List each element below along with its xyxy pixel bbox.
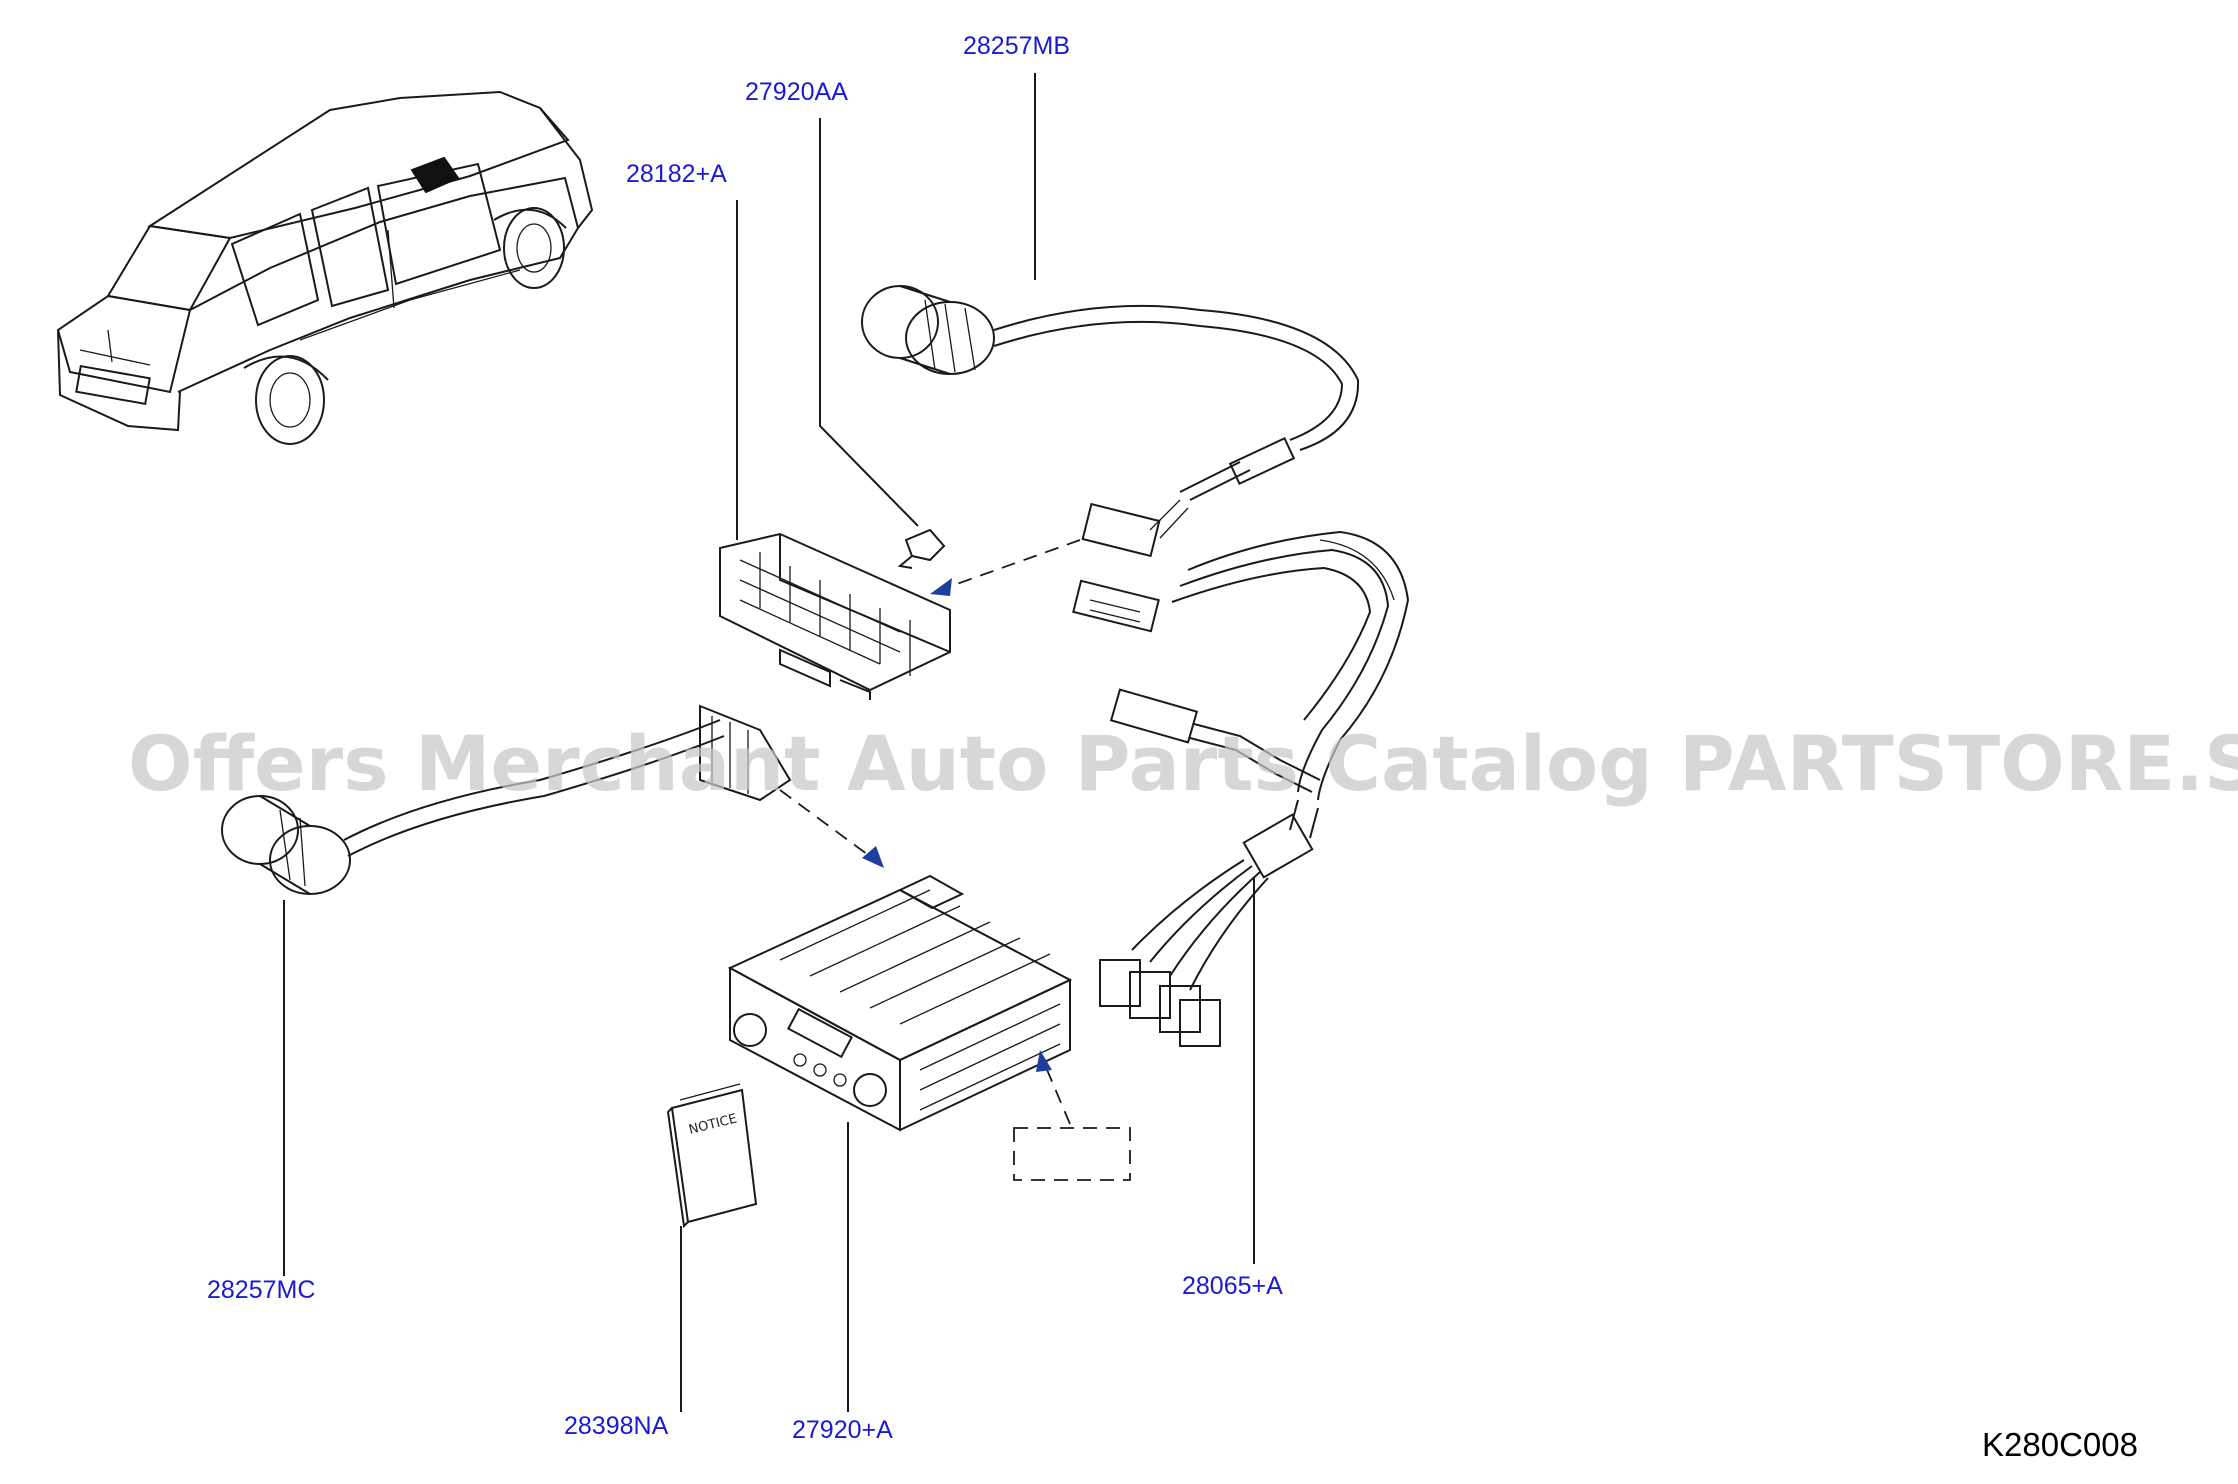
watermark-text: Offers Merchant Auto Parts Catalog PARTS…	[128, 719, 2238, 808]
label-27920aa[interactable]: 27920AA	[745, 78, 848, 106]
wiring-harness-28065a	[1072, 530, 1410, 1047]
antenna-cable-28257mb	[861, 285, 1360, 558]
part-labels: 28257MB 27920AA 28182+A 28257MC 28065+A …	[207, 32, 2138, 1463]
antenna-cable-28257mc	[221, 704, 792, 895]
diagram-code: K280C008	[1982, 1426, 2138, 1463]
connector-block-28182a	[719, 532, 951, 700]
label-28182a[interactable]: 28182+A	[626, 160, 727, 188]
leader-lines	[283, 73, 1255, 1412]
label-28257mc[interactable]: 28257MC	[207, 1276, 315, 1304]
label-28065a[interactable]: 28065+A	[1182, 1272, 1283, 1300]
label-28398na[interactable]: 28398NA	[564, 1412, 669, 1440]
notice-booklet-28398na: NOTICE	[666, 1083, 758, 1229]
car-illustration	[56, 90, 594, 445]
label-27920a[interactable]: 27920+A	[792, 1416, 893, 1444]
label-28257mb[interactable]: 28257MB	[963, 32, 1070, 60]
clip-27920aa	[897, 528, 946, 569]
optional-part-box	[1013, 1127, 1131, 1181]
radio-unit-27920a	[727, 874, 1073, 1132]
assembly-arrows	[779, 539, 1081, 1125]
notice-label: NOTICE	[687, 1111, 738, 1137]
